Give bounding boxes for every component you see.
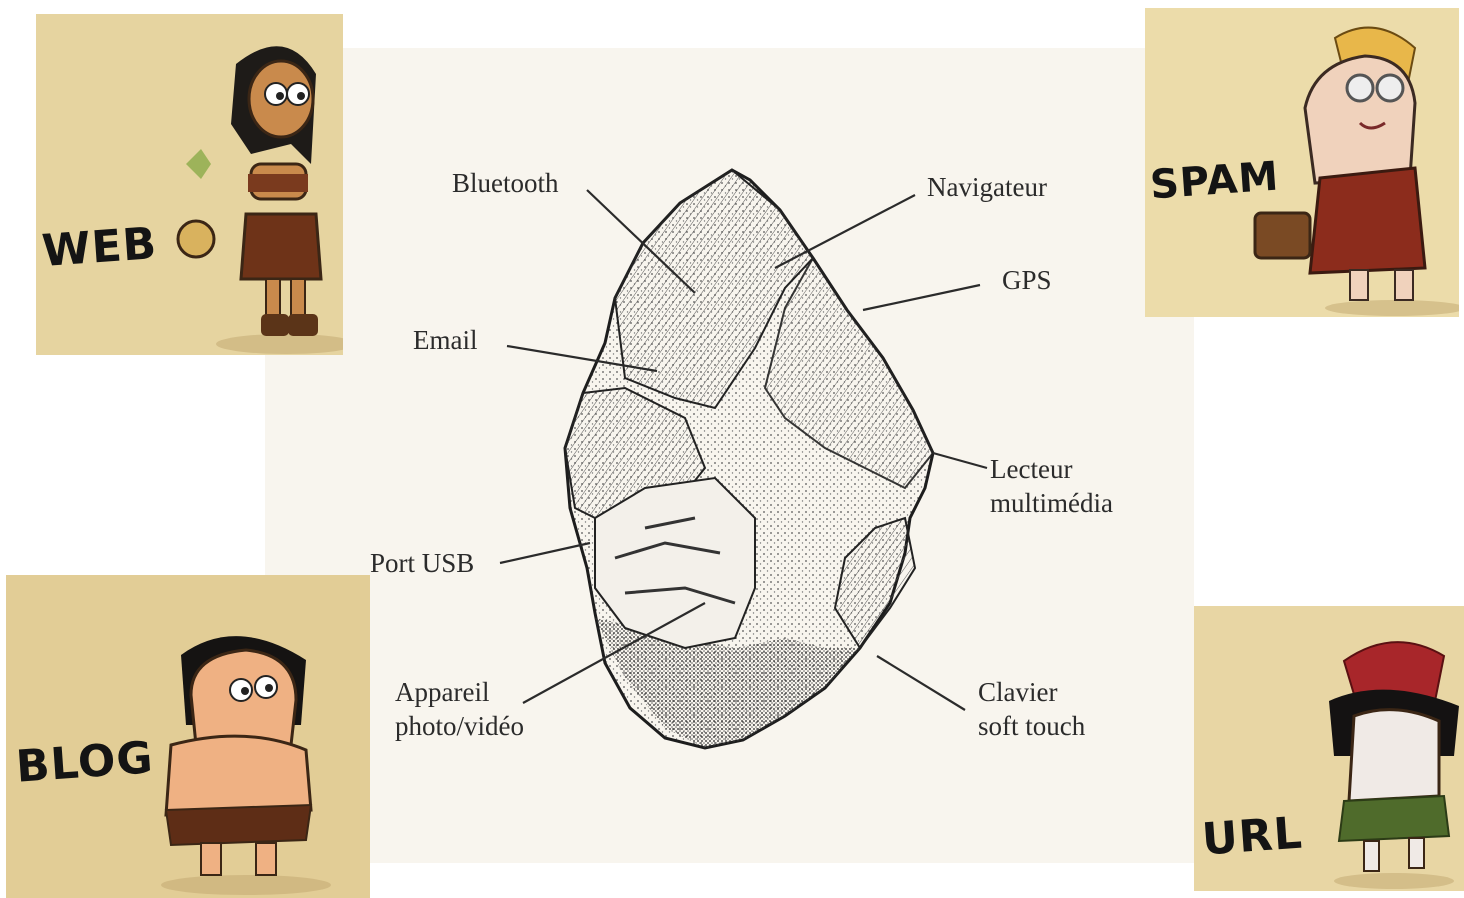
cavewoman-illustration xyxy=(36,14,343,355)
label-port-usb: Port USB xyxy=(370,546,474,580)
card-blog: BLOG xyxy=(6,575,370,898)
label-lecteur-line2: multimédia xyxy=(990,486,1113,520)
card-spam-label: SPAM xyxy=(1149,154,1281,209)
caveman-illustration xyxy=(6,575,370,898)
label-email: Email xyxy=(413,323,477,357)
label-navigateur: Navigateur xyxy=(927,170,1047,204)
card-blog-label: BLOG xyxy=(14,732,155,792)
label-gps: GPS xyxy=(1002,263,1052,297)
label-lecteur-line1: Lecteur xyxy=(990,452,1072,486)
flint-diagram-panel: Bluetooth Navigateur GPS Email Lecteur m… xyxy=(265,48,1194,863)
card-url-label: URL xyxy=(1200,808,1304,866)
card-web: WEB xyxy=(36,14,343,355)
label-appareil-line1: Appareil xyxy=(395,675,489,709)
card-web-label: WEB xyxy=(40,218,158,277)
label-bluetooth: Bluetooth xyxy=(452,166,559,200)
label-clavier-line2: soft touch xyxy=(978,709,1085,743)
label-clavier-line1: Clavier xyxy=(978,675,1057,709)
label-appareil-line2: photo/vidéo xyxy=(395,709,524,743)
card-spam: SPAM xyxy=(1145,8,1459,317)
card-url: URL xyxy=(1194,606,1464,891)
